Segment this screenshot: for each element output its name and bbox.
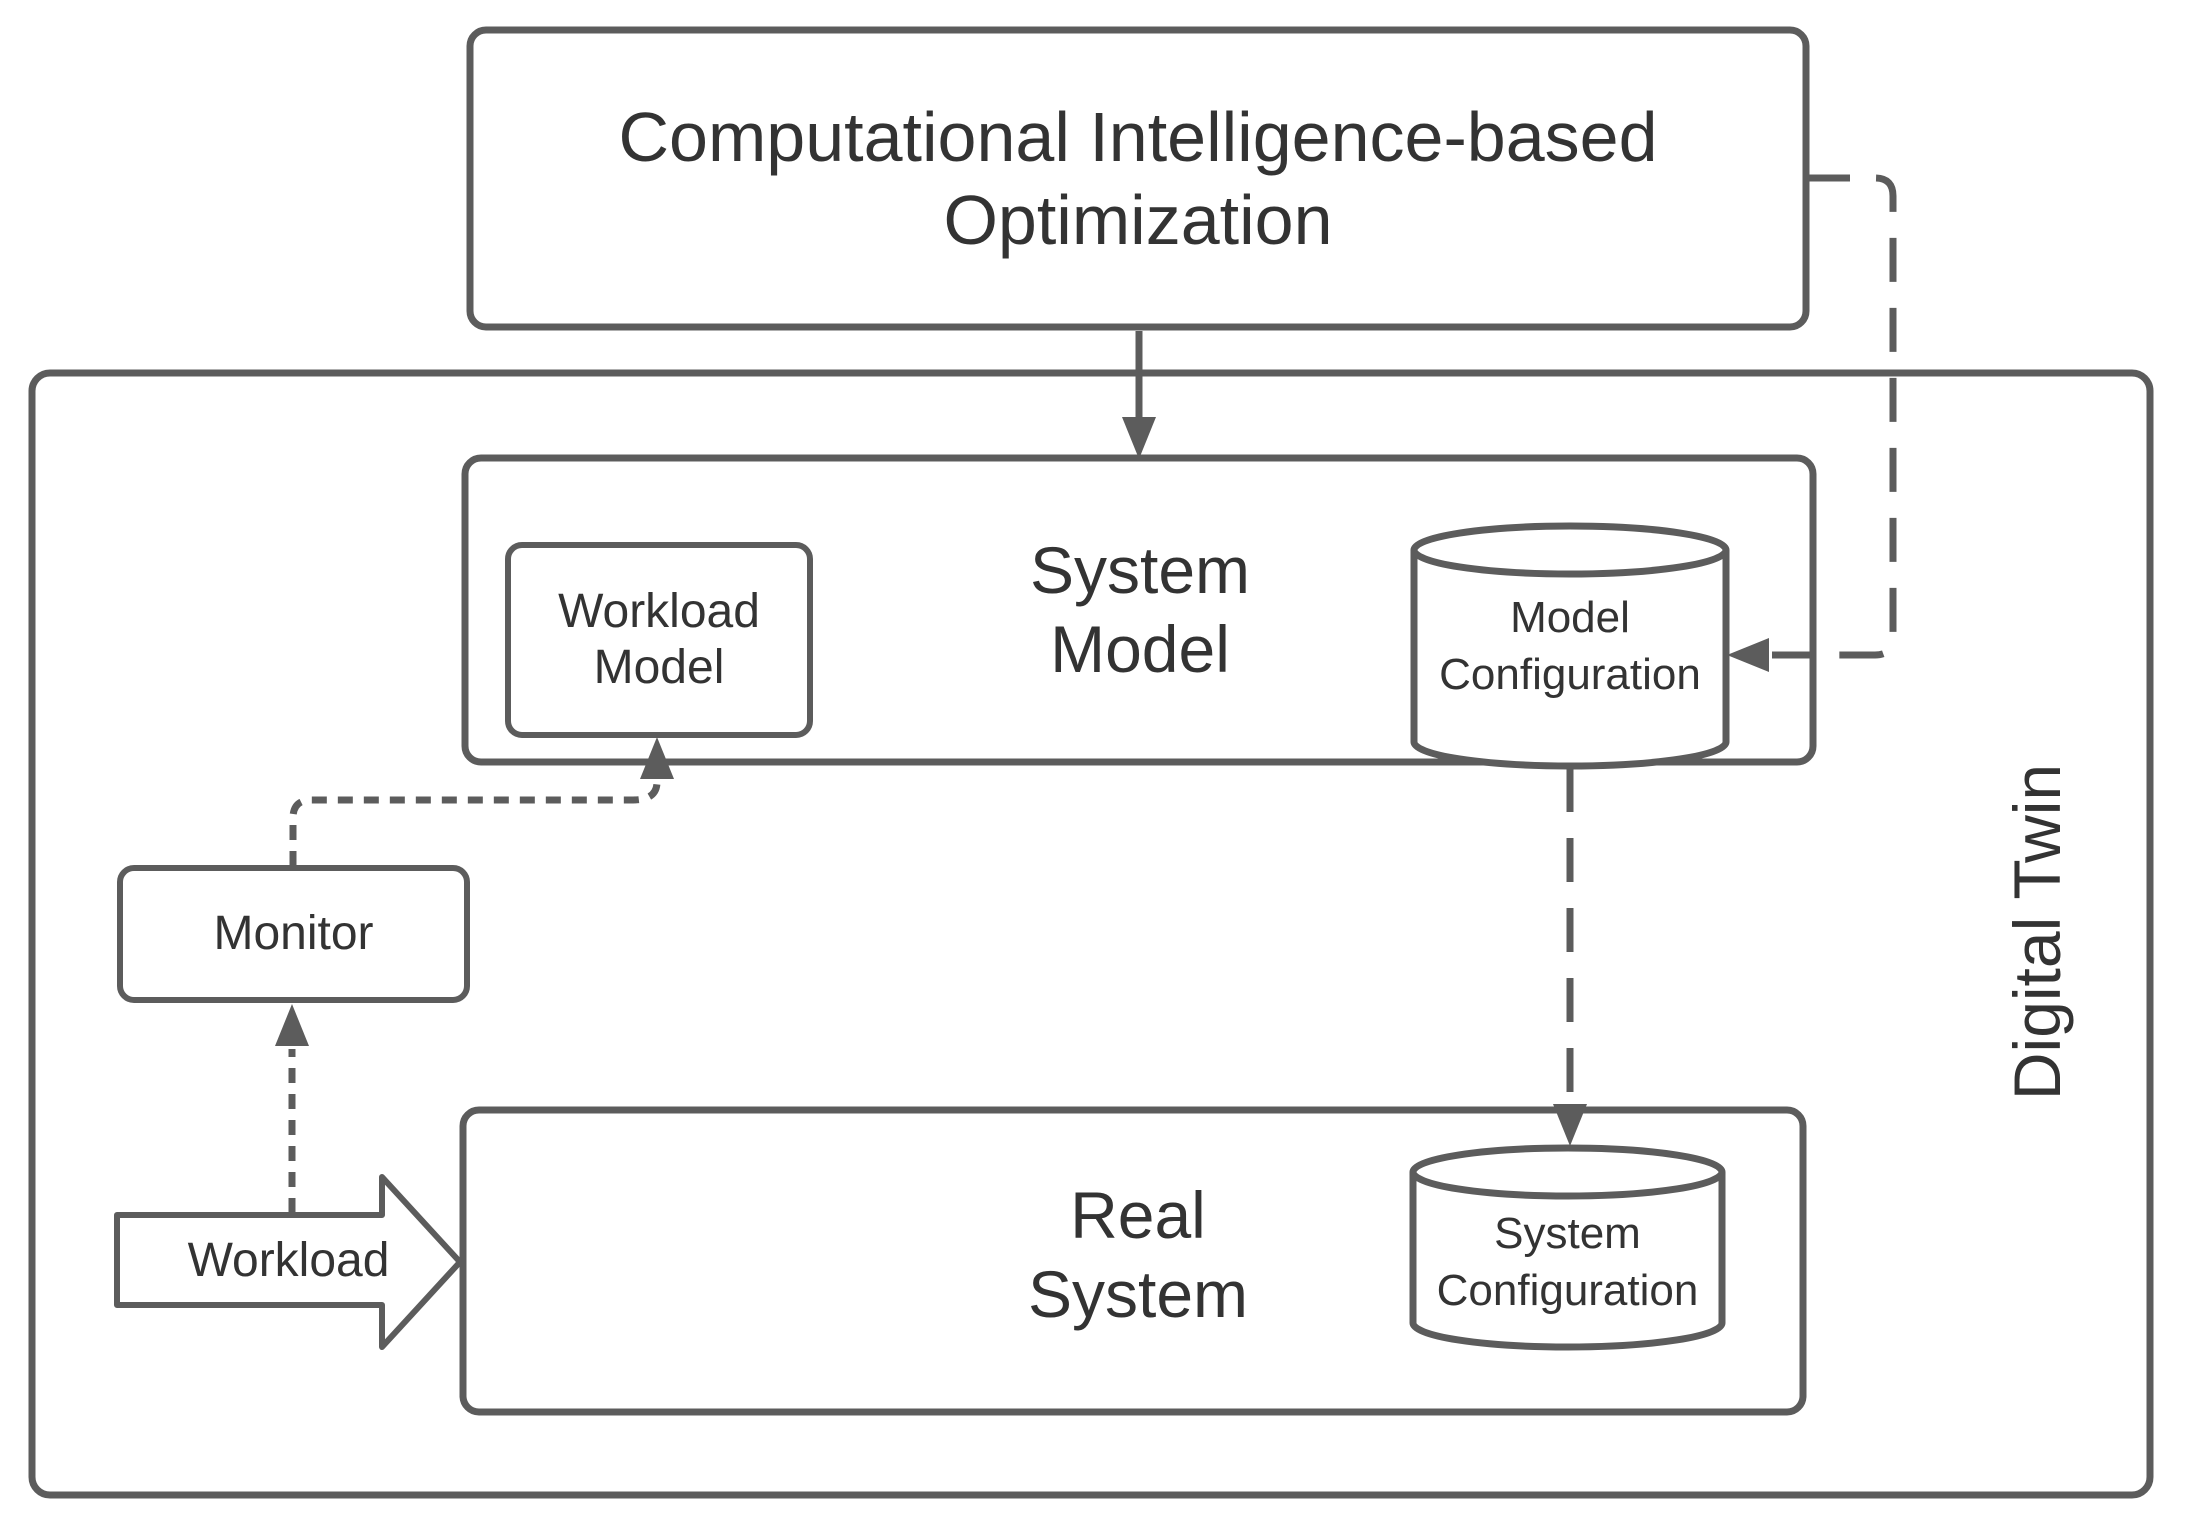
workload-model-box bbox=[505, 542, 813, 738]
cylinder-rim bbox=[1409, 1171, 1726, 1200]
edge-model-configuration-to-system-configuration bbox=[1553, 768, 1587, 1146]
edge-optimization-to-model-configuration bbox=[1727, 174, 1897, 672]
optimization-box bbox=[466, 26, 1810, 331]
edge-workload-to-monitor bbox=[275, 1004, 309, 1213]
workload-block-arrow bbox=[114, 1174, 463, 1350]
arrowhead bbox=[1727, 638, 1769, 672]
edge-monitor-to-workload-model bbox=[289, 737, 674, 866]
arrowhead bbox=[1553, 1104, 1587, 1146]
arrowhead bbox=[275, 1004, 309, 1046]
edge-line bbox=[289, 781, 661, 866]
cylinder-rim bbox=[1410, 549, 1730, 578]
system-configuration-cylinder bbox=[1409, 1144, 1726, 1351]
cylinder-body bbox=[1410, 522, 1730, 770]
arrowhead bbox=[640, 737, 674, 779]
monitor-box bbox=[117, 865, 470, 1003]
cylinder-body bbox=[1409, 1144, 1726, 1351]
arrowhead bbox=[1122, 417, 1156, 459]
model-configuration-cylinder bbox=[1410, 522, 1730, 770]
edge-line bbox=[1772, 174, 1897, 659]
edge-optimization-to-system-model bbox=[1122, 331, 1156, 459]
